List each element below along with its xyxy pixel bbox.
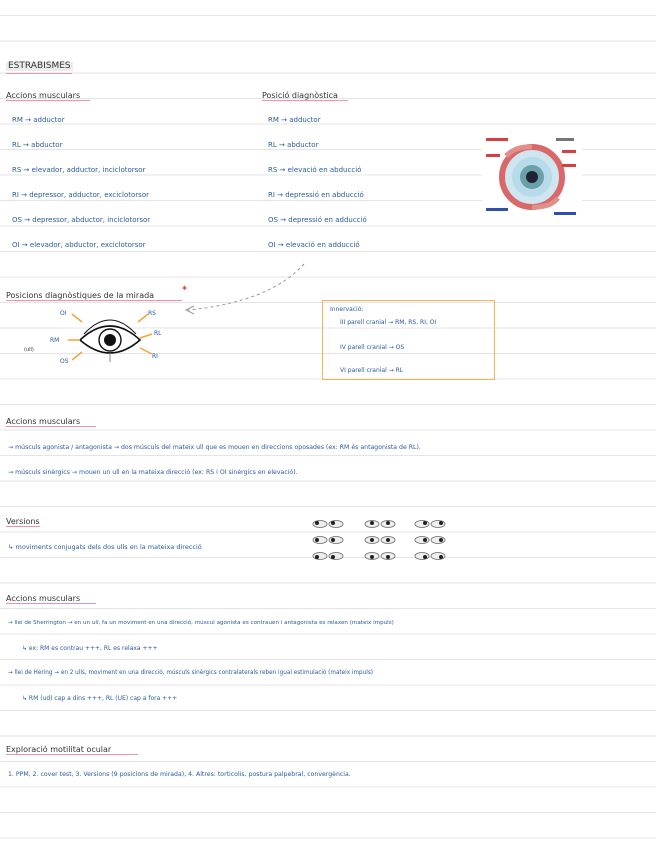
section2-line-2: → músculs sinèrgics → mouen un ull en la… <box>8 469 298 476</box>
section4-line-4: ↳ RM (ud) cap a dins +++, RL (UE) cap a … <box>22 695 178 702</box>
section5-heading: Exploració motilitat ocular <box>6 745 112 754</box>
eye-positions-diagram <box>68 313 153 362</box>
label-os: OS <box>60 358 69 365</box>
right-header: Posició diagnòstica <box>262 91 338 100</box>
action-ri: RI → depressor, adductor, exciclotorsor <box>12 191 149 199</box>
label-rs: RS <box>148 310 156 317</box>
position-oi: OI → elevació en adducció <box>268 241 360 249</box>
section5-line: 1. PPM, 2. cover test, 3. Versions (9 po… <box>8 771 351 778</box>
versions-eye-grid <box>312 520 446 560</box>
dashed-connector <box>184 263 305 315</box>
section3-line: ↳ moviments conjugats dels dos ulls en l… <box>8 543 202 551</box>
label-oi: OI <box>60 310 67 317</box>
innervation-line-2: IV parell cranial → OS <box>340 344 405 351</box>
section4-line-2: ↳ ex: RM es contrau +++, RL es relaxa ++… <box>22 645 158 652</box>
innervation-title: Innervació: <box>330 306 364 313</box>
position-os: OS → depressió en adducció <box>268 216 367 224</box>
position-rl: RL → abductor <box>268 141 319 149</box>
innervation-line-3: VI parell cranial → RL <box>340 367 404 374</box>
left-header-underline <box>6 100 90 101</box>
right-header-underline <box>262 100 348 101</box>
title-underline <box>6 73 72 74</box>
label-rl: RL <box>154 330 162 337</box>
innervation-line-1: III parell cranial → RM, RS, RI, OI <box>340 319 437 326</box>
diagram-heading: Posicions diagnòstiques de la mirada <box>6 291 155 300</box>
label-rm: RM <box>50 337 60 344</box>
action-rl: RL → abductor <box>12 141 63 149</box>
section2-line-1: → músculs agonista / antagonista → dos m… <box>8 444 421 451</box>
section4-heading: Accions musculars <box>6 594 81 603</box>
section3-underline <box>6 526 40 527</box>
section4-line-1: → llei de Sherrington → en un ull, fa un… <box>8 620 394 626</box>
label-ri: RI <box>152 353 158 360</box>
section5-underline <box>6 754 138 755</box>
position-rm: RM → adductor <box>268 116 321 124</box>
star-icon: ✱ <box>182 285 188 292</box>
position-rs: RS → elevació en abducció <box>268 166 362 174</box>
section4-line-3: → llei de Hering → en 2 ulls, moviment e… <box>8 670 374 676</box>
section4-underline <box>6 603 96 604</box>
innervation-box <box>322 300 495 380</box>
diagram-heading-underline <box>6 300 182 301</box>
eye-muscles-image <box>482 134 582 220</box>
left-header: Accions musculars <box>6 91 81 100</box>
label-ull: (ull) <box>24 347 34 353</box>
section2-underline <box>6 426 96 427</box>
action-rm: RM → adductor <box>12 116 65 124</box>
page-title: ESTRABISMES <box>6 61 73 71</box>
action-oi: OI → elevador, abductor, exciclotorsor <box>12 241 146 249</box>
action-os: OS → depressor, abductor, inciclotorsor <box>12 216 151 224</box>
position-ri: RI → depressió en abducció <box>268 191 364 199</box>
section3-heading: Versions <box>6 517 40 526</box>
section2-heading: Accions musculars <box>6 417 81 426</box>
action-rs: RS → elevador, adductor, inciclotorsor <box>12 166 146 174</box>
